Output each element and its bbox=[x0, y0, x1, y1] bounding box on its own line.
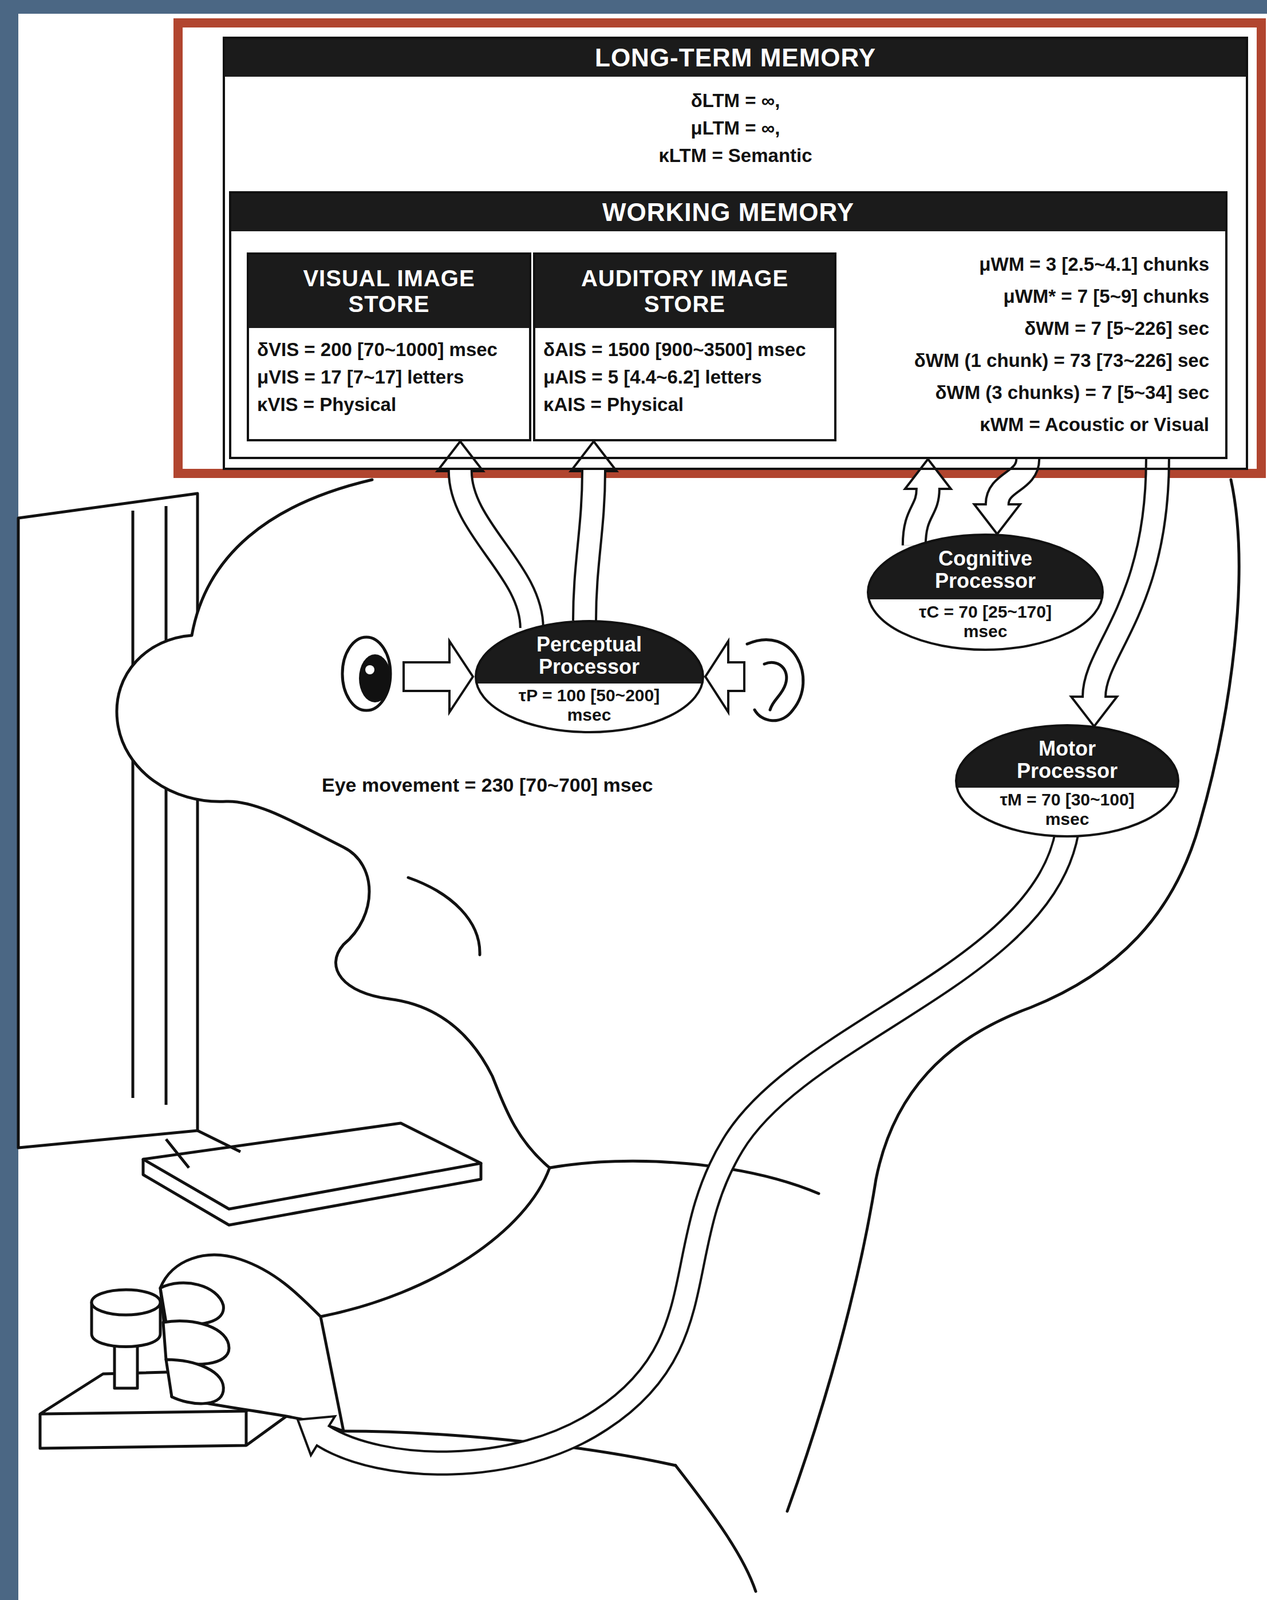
connector-arrow bbox=[905, 459, 951, 546]
monitor-foot-edge bbox=[143, 1159, 481, 1226]
processor-name: Perceptual Processor bbox=[518, 633, 661, 679]
parameter-text: δAIS = 1500 [900~3500] msec bbox=[543, 336, 807, 364]
hand bbox=[160, 1254, 344, 1432]
finger bbox=[163, 1320, 230, 1365]
monitor-stand bbox=[166, 1130, 241, 1168]
highlight-frame bbox=[178, 22, 1262, 474]
frame-strip bbox=[0, 0, 1267, 14]
shoulder-line bbox=[549, 1161, 819, 1194]
parameter-text: μLTM = ∞, bbox=[691, 114, 781, 142]
parameter-text: μWM = 3 [2.5~4.1] chunks bbox=[979, 248, 1210, 281]
connector-arrow bbox=[974, 459, 1029, 535]
ellipse-outline bbox=[475, 621, 704, 733]
box-heading: AUDITORY IMAGE STORE bbox=[570, 265, 800, 318]
monitor-body bbox=[18, 493, 198, 1148]
connector-body bbox=[584, 465, 594, 621]
processor-time-area: τC = 70 [25~170] msec bbox=[866, 599, 1104, 645]
parameter-text: μVIS = 17 [7~17] letters bbox=[257, 363, 464, 392]
header-band: LONG-TERM MEMORY bbox=[225, 38, 1246, 77]
ellipse-fill bbox=[867, 534, 1103, 650]
box-body: δVIS = 200 [70~1000] msecμVIS = 17 [7~17… bbox=[249, 328, 530, 419]
parameter-text: μWM* = 7 [5~9] chunks bbox=[1003, 280, 1210, 313]
body bbox=[320, 1161, 819, 1592]
head-back-outline bbox=[787, 479, 1239, 1512]
parameter-text: κWM = Acoustic or Visual bbox=[979, 408, 1210, 441]
motor-processor: Motor Processor τM = 70 [30~100] msec bbox=[954, 724, 1180, 838]
pupil bbox=[358, 654, 392, 703]
parameter-text: κVIS = Physical bbox=[257, 391, 397, 419]
box-body: δLTM = ∞,μLTM = ∞,κLTM = Semantic bbox=[225, 76, 1246, 170]
box-heading: WORKING MEMORY bbox=[602, 198, 855, 227]
parameter-text: μAIS = 5 [4.4~6.2] letters bbox=[543, 363, 763, 392]
connector-body bbox=[1094, 459, 1158, 703]
motor-output-arrow bbox=[297, 831, 1068, 1464]
processor-name: Motor Processor bbox=[997, 737, 1138, 783]
header-band: AUDITORY IMAGE STORE bbox=[535, 254, 835, 329]
eye bbox=[342, 637, 391, 711]
measurement-label: Eye movement = 230 [70~700] msec bbox=[321, 774, 653, 797]
joystick-knob-top bbox=[91, 1289, 161, 1316]
connector-body bbox=[997, 459, 1029, 511]
processor-cycle-time: τM = 70 [30~100] msec bbox=[986, 790, 1148, 829]
face-outline bbox=[116, 479, 550, 1168]
cognitive-processor: Cognitive Processor τC = 70 [25~170] msec bbox=[866, 533, 1104, 651]
ellipse-fill bbox=[956, 725, 1179, 837]
arrow-body bbox=[318, 831, 1068, 1464]
hand-back bbox=[160, 1254, 344, 1432]
ellipse-outline bbox=[867, 534, 1103, 650]
connector-body bbox=[914, 483, 929, 546]
monitor-bezel bbox=[164, 506, 168, 1105]
finger bbox=[160, 1283, 224, 1325]
processor-cycle-time: τP = 100 [50~200] msec bbox=[506, 685, 673, 725]
processor-cycle-time: τC = 70 [25~170] msec bbox=[900, 602, 1071, 641]
parameter-text: δLTM = ∞, bbox=[691, 87, 781, 115]
ellipse-fill bbox=[475, 621, 704, 733]
working-memory-box: WORKING MEMORY μWM = 3 [2.5~4.1] chunksμW… bbox=[229, 191, 1228, 460]
parameter-text: δVIS = 200 [70~1000] msec bbox=[257, 336, 498, 364]
ellipse-dark-half bbox=[867, 534, 1103, 600]
parameter-text: δWM (1 chunk) = 73 [73~226] sec bbox=[914, 344, 1210, 377]
box-body: δAIS = 1500 [900~3500] msecμAIS = 5 [4.4… bbox=[535, 328, 835, 419]
finger bbox=[166, 1359, 224, 1404]
parameter-text: δWM (3 chunks) = 7 [5~34] sec bbox=[934, 376, 1210, 409]
arrow-outline bbox=[322, 831, 1068, 1464]
ear-inner bbox=[764, 662, 787, 710]
perceptual-processor: Perceptual Processor τP = 100 [50~200] ms… bbox=[474, 620, 705, 734]
processor-name-area: Motor Processor bbox=[954, 732, 1180, 788]
cheek-line bbox=[408, 877, 480, 955]
ellipse-dark-half bbox=[475, 621, 704, 684]
ellipse-outline bbox=[956, 725, 1179, 837]
ear-input-arrow bbox=[705, 641, 745, 713]
processor-name-area: Cognitive Processor bbox=[866, 541, 1104, 600]
header-band: WORKING MEMORY bbox=[231, 193, 1226, 232]
connector-body bbox=[460, 465, 532, 629]
long-term-memory-box: LONG-TERM MEMORY δLTM = ∞,μLTM = ∞,κLTM =… bbox=[222, 36, 1249, 471]
monitor-foot bbox=[143, 1123, 481, 1210]
parameter-text: κLTM = Semantic bbox=[658, 141, 812, 170]
processor-name: Cognitive Processor bbox=[912, 547, 1060, 593]
ellipse-dark-half bbox=[956, 725, 1179, 788]
ear bbox=[747, 639, 804, 721]
processor-time-area: τP = 100 [50~200] msec bbox=[474, 683, 705, 727]
parameter-text: κAIS = Physical bbox=[543, 391, 684, 419]
processor-name-area: Perceptual Processor bbox=[474, 628, 705, 684]
box-heading: LONG-TERM MEMORY bbox=[594, 43, 876, 72]
eye-highlight bbox=[365, 665, 375, 675]
seat-line bbox=[675, 1465, 756, 1592]
header-band: VISUAL IMAGE STORE bbox=[249, 254, 530, 329]
monitor-bezel bbox=[131, 510, 135, 1099]
head bbox=[116, 479, 1239, 1512]
eye-input-arrow bbox=[403, 641, 473, 713]
frame-strip bbox=[0, 0, 19, 1600]
auditory-image-store-box: AUDITORY IMAGE STORE δAIS = 1500 [900~350… bbox=[533, 252, 837, 442]
box-body: μWM = 3 [2.5~4.1] chunksμWM* = 7 [5~9] c… bbox=[914, 248, 1210, 441]
visual-image-store-box: VISUAL IMAGE STORE δVIS = 200 [70~1000] m… bbox=[246, 252, 532, 442]
parameter-text: δWM = 7 [5~226] sec bbox=[1024, 312, 1210, 345]
box-heading: VISUAL IMAGE STORE bbox=[274, 265, 504, 318]
arm-upper-edge bbox=[320, 1167, 550, 1317]
processor-time-area: τM = 70 [30~100] msec bbox=[954, 787, 1180, 831]
